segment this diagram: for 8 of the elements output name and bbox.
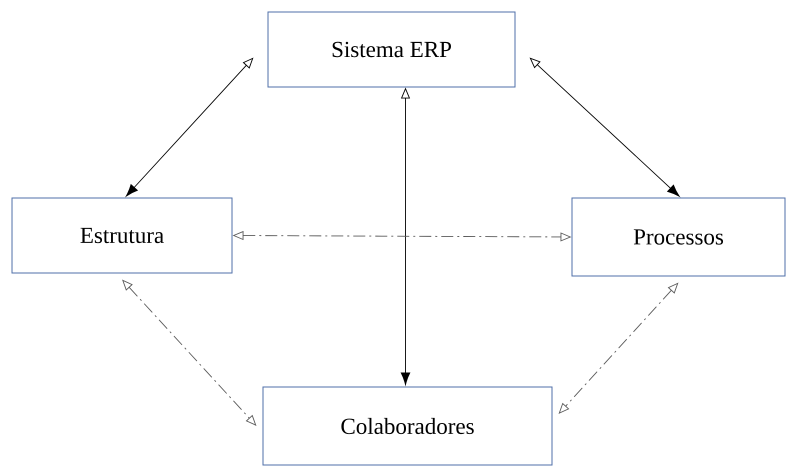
arrow [122, 280, 256, 426]
arrow [558, 282, 678, 414]
process-box: Processos [572, 198, 786, 276]
process-box: Estrutura [12, 198, 232, 274]
process-box: Colaboradores [262, 386, 552, 466]
arrow [530, 58, 680, 197]
arrow [126, 58, 254, 196]
process-box: Sistema ERP [268, 12, 516, 88]
